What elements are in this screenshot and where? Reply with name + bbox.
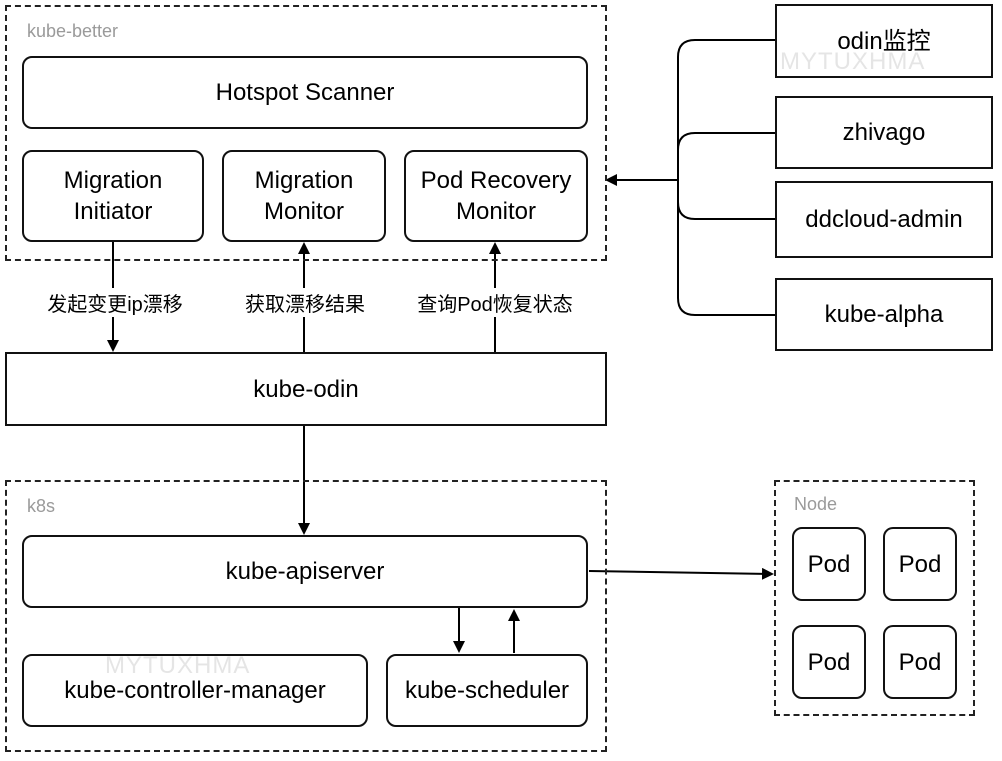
pod-label: Pod <box>898 648 942 676</box>
hotspot-scanner-box[interactable]: Hotspot Scanner <box>22 56 588 129</box>
kube-apiserver-box[interactable]: kube-apiserver <box>22 535 588 608</box>
kube-controller-manager-label: kube-controller-manager <box>64 677 326 704</box>
ddcloud-admin-box[interactable]: ddcloud-admin <box>775 181 993 258</box>
connector-zhivago <box>677 132 775 180</box>
node-group: Node <box>774 480 975 716</box>
odin-monitor-box[interactable]: odin监控 <box>775 4 993 78</box>
k8s-group: k8s <box>5 480 607 752</box>
pod-box[interactable]: Pod <box>883 527 957 601</box>
pod-label: Pod <box>898 550 942 578</box>
pod-recovery-monitor-box[interactable]: Pod Recovery Monitor <box>404 150 588 242</box>
kube-alpha-label: kube-alpha <box>824 301 944 328</box>
odin-monitor-label: odin监控 <box>837 27 931 55</box>
watermark: MYTUXHMA <box>105 652 251 679</box>
watermark: MYTUXHMA <box>780 48 926 75</box>
node-group-title: Node <box>794 494 838 514</box>
migration-monitor-label: Migration Monitor <box>254 167 354 225</box>
kube-odin-label: kube-odin <box>253 375 359 403</box>
kube-better-group: kube-better <box>5 5 607 261</box>
arrow-apiserver-to-node <box>588 567 774 580</box>
migration-initiator-box[interactable]: Migration Initiator <box>22 150 204 242</box>
pod-recovery-monitor-label: Pod Recovery Monitor <box>420 167 572 225</box>
pod-box[interactable]: Pod <box>792 625 866 699</box>
edge-label-get-drift-result: 获取漂移结果 <box>240 288 370 317</box>
connector-kube-alpha <box>677 180 775 316</box>
hotspot-scanner-label: Hotspot Scanner <box>215 79 395 106</box>
ddcloud-admin-label: ddcloud-admin <box>805 206 963 233</box>
kube-scheduler-label: kube-scheduler <box>404 677 570 704</box>
kube-better-group-title: kube-better <box>27 21 119 41</box>
kube-apiserver-label: kube-apiserver <box>225 558 385 585</box>
kube-scheduler-box[interactable]: kube-scheduler <box>386 654 588 727</box>
k8s-group-title: k8s <box>27 496 56 516</box>
connector-ddcloud-admin <box>677 180 775 220</box>
pod-label: Pod <box>807 550 851 578</box>
edge-label-initiate-ip-drift: 发起变更ip漂移 <box>40 288 190 317</box>
kube-controller-manager-box[interactable]: kube-controller-manager <box>22 654 368 727</box>
kube-alpha-box[interactable]: kube-alpha <box>775 278 993 351</box>
pod-box[interactable]: Pod <box>792 527 866 601</box>
migration-initiator-label: Migration Initiator <box>63 167 163 225</box>
pod-box[interactable]: Pod <box>883 625 957 699</box>
zhivago-box[interactable]: zhivago <box>775 96 993 169</box>
migration-monitor-box[interactable]: Migration Monitor <box>222 150 386 242</box>
connector-odin-monitor <box>677 39 775 180</box>
kube-odin-box[interactable]: kube-odin <box>5 352 607 426</box>
edge-label-query-pod-recovery: 查询Pod恢复状态 <box>410 288 580 317</box>
zhivago-label: zhivago <box>842 119 926 146</box>
pod-label: Pod <box>807 648 851 676</box>
